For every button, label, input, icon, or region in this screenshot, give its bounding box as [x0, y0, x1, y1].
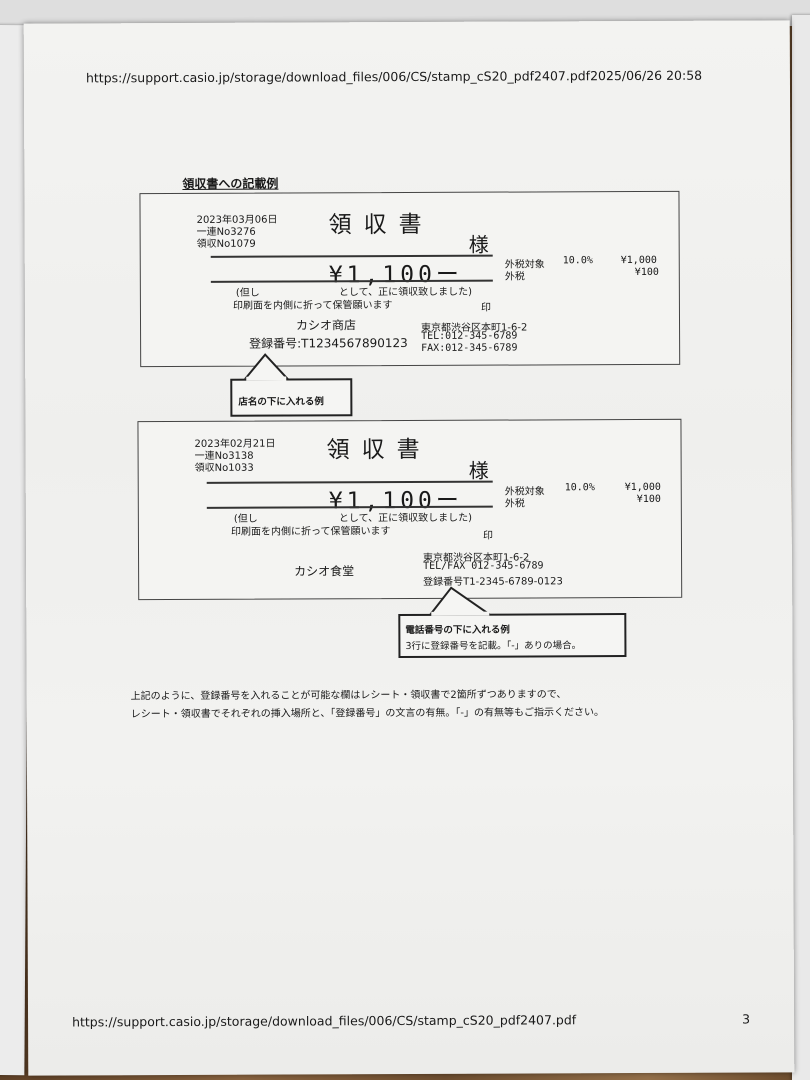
callout-text-2: 3行に登録番号を記載。「-」ありの場合。	[405, 640, 582, 653]
shop-tel: TEL:012-345-6789	[421, 330, 518, 342]
section-title: 領収書への記載例	[182, 176, 279, 191]
receipt-title: 領収書	[328, 211, 434, 239]
background-paper-right	[792, 15, 810, 1080]
note-line-2: レシート・領収書でそれぞれの挿入場所と、「登録番号」の文言の有無。「-」の有無等…	[130, 707, 604, 721]
footer-url: https://support.casio.jp/storage/downloa…	[72, 1012, 577, 1030]
callout-box-2: 電話番号の下に入れる例 3行に登録番号を記載。「-」ありの場合。	[398, 613, 627, 659]
callout-box-1: 店名の下に入れる例	[230, 378, 353, 417]
page-number: 3	[742, 1011, 751, 1027]
callout-text-1: 店名の下に入れる例	[238, 396, 324, 408]
callout-title-2: 電話番号の下に入れる例	[405, 624, 510, 637]
registration-number: 登録番号:T1234567890123	[249, 336, 408, 351]
shop-name: カシオ食堂	[294, 564, 355, 579]
note-line-1: 上記のように、登録番号を入れることが可能な欄はレシート・領収書で2箇所ずつありま…	[130, 689, 567, 703]
receipt-ryoshu-no: 領収No1079	[196, 238, 256, 250]
receipt-example-2: 2023年02月21日 一連No3138 領収No1033 領収書 様 ¥1,1…	[137, 418, 683, 601]
receipt-ryoshu-no: 領収No1033	[194, 462, 254, 474]
fold-instruction: 印刷面を内側に折って保管願います	[232, 300, 393, 312]
fold-instruction: 印刷面を内側に折って保管願います	[230, 526, 391, 538]
tax-rate: 10.0%	[562, 255, 593, 267]
seal-mark: 印	[482, 530, 493, 542]
callout-join-2	[431, 611, 490, 616]
tax-label: 外税	[504, 498, 525, 510]
document-page: https://support.casio.jp/storage/downloa…	[23, 20, 795, 1076]
header-url: https://support.casio.jp/storage/downloa…	[85, 67, 703, 86]
receipt-sama: 様	[468, 458, 489, 483]
receipt-example-1: 2023年03月06日 一連No3276 領収No1079 領収書 様 ¥1,1…	[139, 190, 681, 368]
tax-amount: ¥100	[634, 266, 659, 279]
tax-base: ¥1,000	[624, 481, 661, 494]
shop-telfax: TEL/FAX 012-345-6789	[423, 560, 544, 572]
tax-amount: ¥100	[636, 493, 661, 506]
receipt-sama: 様	[468, 232, 489, 257]
seal-mark: 印	[480, 302, 491, 314]
tax-base: ¥1,000	[620, 254, 657, 267]
shop-fax: FAX:012-345-6789	[421, 342, 518, 354]
tax-rate: 10.0%	[564, 482, 595, 494]
receipt-title: 領収書	[326, 436, 432, 464]
tax-label: 外税	[504, 271, 525, 283]
callout-join-1	[246, 376, 287, 381]
shop-name: カシオ商店	[295, 318, 357, 333]
